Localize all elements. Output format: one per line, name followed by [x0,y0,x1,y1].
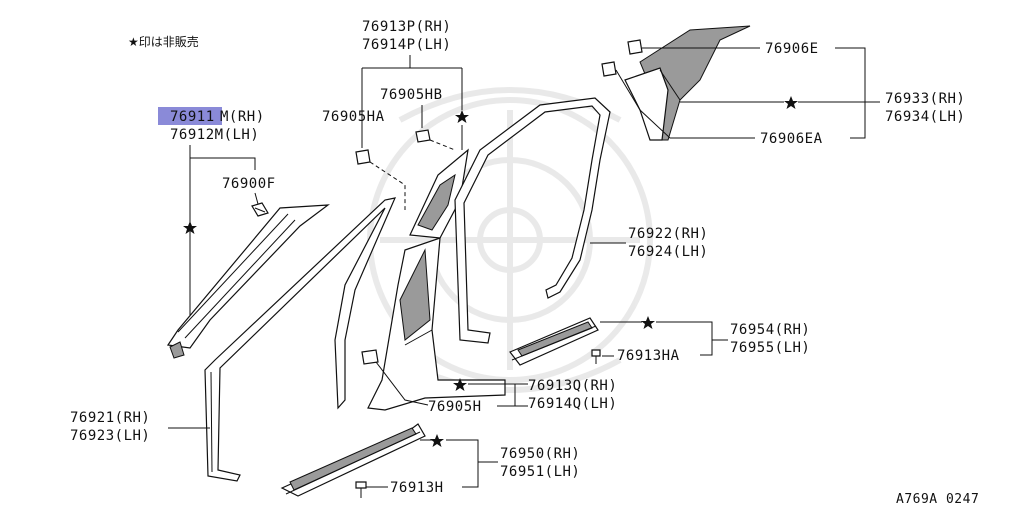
star-76913Q [453,378,467,391]
label-76913H: 76913H [390,480,444,496]
leader-76913Q [497,383,528,407]
star-76950 [430,434,444,447]
rear-pillar-garnish [624,25,751,141]
label-76911-suffix: M(RH) [220,109,265,125]
label-76954-rh: 76954(RH) [730,322,810,338]
label-76923-lh: 76923(LH) [70,428,150,444]
highlight-box [158,107,222,125]
label-76934-lh: 76934(LH) [885,109,965,125]
label-76933-rh: 76933(RH) [885,91,965,107]
label-76913Q-rh: 76913Q(RH) [528,378,617,394]
rear-kicking-plate [509,317,599,366]
leader-76900F [254,192,259,205]
leader-76933 [835,47,880,139]
leader-76950 [420,439,498,488]
not-for-sale-note: ★印は非販売 [128,34,199,49]
clip-76905HA [355,149,371,165]
label-76914Q-lh: 76914Q(LH) [528,396,617,412]
front-door-welt [204,197,397,482]
leader-76911M [189,145,256,170]
label-76924-lh: 76924(LH) [628,244,708,260]
center-pillar-lower [367,237,506,411]
label-76913P-rh: 76913P(RH) [362,19,451,35]
leader-76905H-clip [375,361,429,406]
label-76922-rh: 76922(RH) [628,226,708,242]
clip-76906E [627,39,643,55]
center-pillar-upper [409,148,469,239]
star-76933 [784,96,798,109]
clip-76905HB [415,129,431,143]
label-76906EA: 76906EA [760,131,823,147]
dash-guide-upper [369,139,456,210]
star-76911M [183,221,197,234]
leader-76906EA [615,69,755,139]
label-76905HB: 76905HB [380,87,443,103]
label-76921-rh: 76921(RH) [70,410,150,426]
diagram-reference: A769A 0247 [896,492,979,507]
screw-76913H [355,481,367,498]
label-76913HA: 76913HA [617,348,680,364]
label-76906E: 76906E [765,41,819,57]
label-76914P-lh: 76914P(LH) [362,37,451,53]
a-pillar-garnish [166,204,330,359]
leader-76954 [600,321,728,356]
star-76913P [455,110,469,123]
rear-door-welt [454,97,611,344]
leader-76913P [361,55,463,135]
star-76954 [641,316,655,329]
label-76955-lh: 76955(LH) [730,340,810,356]
clip-76900F [251,202,269,217]
label-76912M-lh: 76912M(LH) [170,127,259,143]
label-76905H: 76905H [428,399,482,415]
clip-76906EA [601,61,617,77]
label-76950-rh: 76950(RH) [500,446,580,462]
label-76951-lh: 76951(LH) [500,464,580,480]
label-76911-part: 76911 [170,109,215,125]
clip-76905H [361,349,379,365]
label-76900F: 76900F [222,176,276,192]
label-76905HA: 76905HA [322,109,385,125]
front-kicking-plate [280,423,426,497]
screw-76913HA [591,349,601,364]
